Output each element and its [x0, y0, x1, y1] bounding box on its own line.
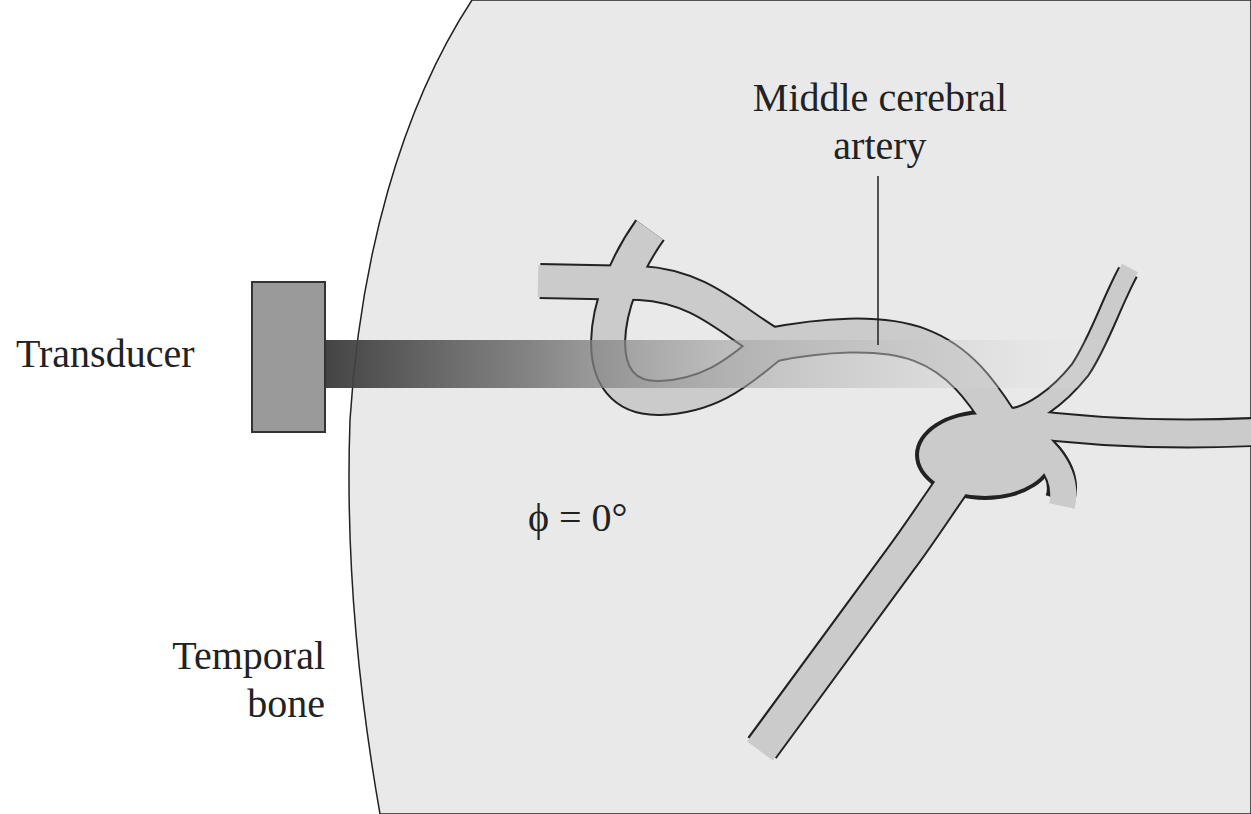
artery-lumen: [538, 230, 1251, 751]
transducer-label: Transducer: [16, 330, 246, 378]
transducer-body: [252, 282, 325, 432]
ultrasound-beam: [325, 340, 1125, 388]
artery-outline: [540, 230, 1251, 748]
skull-region: [349, 0, 1251, 814]
angle-label: ϕ = 0°: [528, 494, 688, 542]
leader-line: [877, 176, 879, 345]
artery-label: Middle cerebral artery: [725, 74, 1035, 170]
bone-label: Temporal bone: [120, 632, 325, 728]
